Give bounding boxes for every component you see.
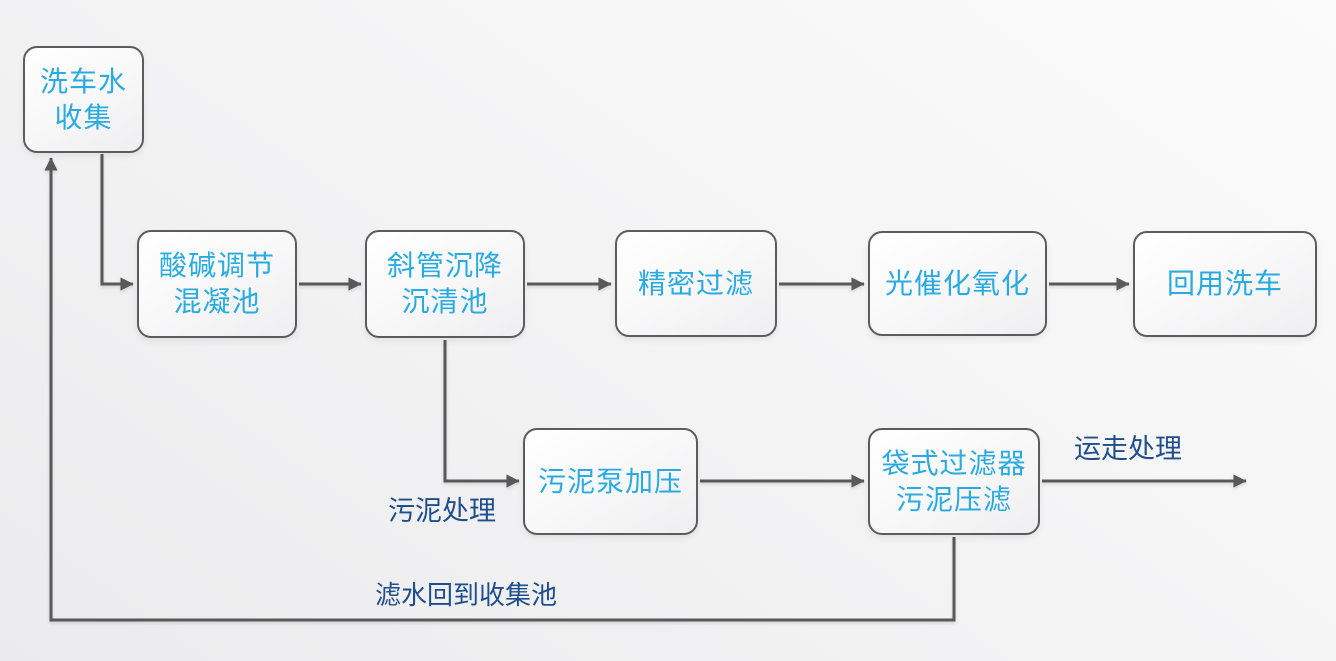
node-wash-water-collection-label: 洗车水 收集 [39, 65, 127, 133]
node-ph-adjust-coagulation: 酸碱调节 混凝池 [137, 230, 297, 338]
edge-label-sludge-treatment: 污泥处理 [388, 496, 496, 526]
connector-collect-to-ph [100, 154, 134, 291]
edge-label-filtrate-return: 滤水回到收集池 [375, 581, 558, 610]
node-bag-filter-sludge-press: 袋式过滤器 污泥压滤 [868, 428, 1040, 535]
node-inclined-tube-sedimentation: 斜管沉降 沉清池 [365, 230, 525, 338]
node-photocatalytic-oxidation: 光催化氧化 [868, 231, 1047, 336]
node-sludge-pump-pressurize-label: 污泥泵加压 [537, 465, 683, 497]
node-bag-filter-sludge-press-label: 袋式过滤器 污泥压滤 [881, 447, 1027, 515]
node-precision-filtration-label: 精密过滤 [637, 267, 754, 299]
edge-label-haul-away: 运走处理 [1074, 434, 1182, 464]
node-reuse-car-wash-label: 回用洗车 [1166, 268, 1283, 299]
node-photocatalytic-oxidation-label: 光催化氧化 [884, 267, 1030, 299]
node-sludge-pump-pressurize: 污泥泵加压 [523, 428, 698, 535]
node-precision-filtration: 精密过滤 [615, 230, 777, 337]
connector-sediment-to-sludgepump [443, 340, 520, 488]
node-reuse-car-wash: 回用洗车 [1133, 231, 1317, 337]
node-wash-water-collection: 洗车水 收集 [23, 46, 144, 153]
connector-bagfilter-return-to-collect [44, 157, 956, 622]
node-ph-adjust-coagulation-label: 酸碱调节 混凝池 [158, 250, 275, 317]
node-inclined-tube-sedimentation-label: 斜管沉降 沉清池 [386, 250, 503, 317]
